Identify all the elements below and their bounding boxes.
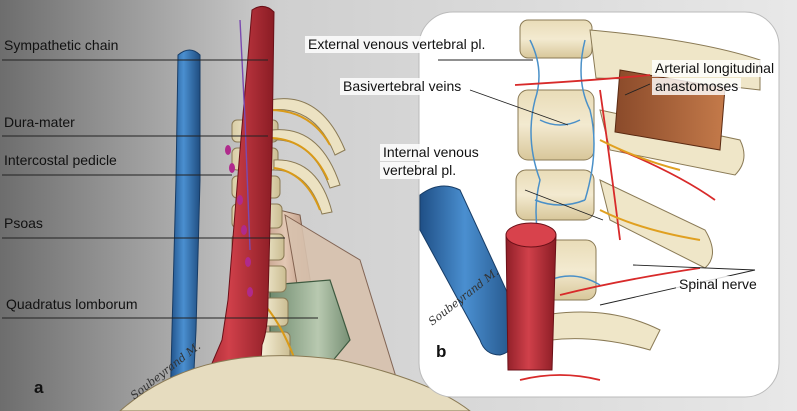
label-dura-mater: Dura-mater xyxy=(4,114,75,130)
label-arterial-line2: anastomoses xyxy=(652,78,742,95)
label-sympathetic-chain: Sympathetic chain xyxy=(4,37,119,53)
label-spinal-nerve: Spinal nerve xyxy=(676,276,760,293)
segmental-vessels-a xyxy=(225,145,253,297)
label-intercostal-pedicle: Intercostal pedicle xyxy=(4,152,117,168)
vena-cava xyxy=(169,49,201,411)
aorta-b xyxy=(505,222,557,371)
label-internal-venous-line2: vertebral pl. xyxy=(380,162,460,179)
ribs-a xyxy=(269,98,346,215)
label-quadratus-lumborum: Quadratus lomborum xyxy=(6,296,138,312)
label-basivertebral-veins: Basivertebral veins xyxy=(340,78,465,95)
sympathetic-chain-a xyxy=(239,19,251,251)
label-internal-venous-line1: Internal venous xyxy=(380,144,482,161)
label-psoas: Psoas xyxy=(4,215,43,231)
label-arterial-line1: Arterial longitudinal xyxy=(652,60,778,77)
leader-lines xyxy=(2,59,756,319)
nerves-b xyxy=(599,139,701,241)
panel-letter-a: a xyxy=(34,378,44,397)
label-external-venous-plexus: External venous vertebral pl. xyxy=(305,36,489,53)
panel-letter-b: b xyxy=(436,342,447,361)
